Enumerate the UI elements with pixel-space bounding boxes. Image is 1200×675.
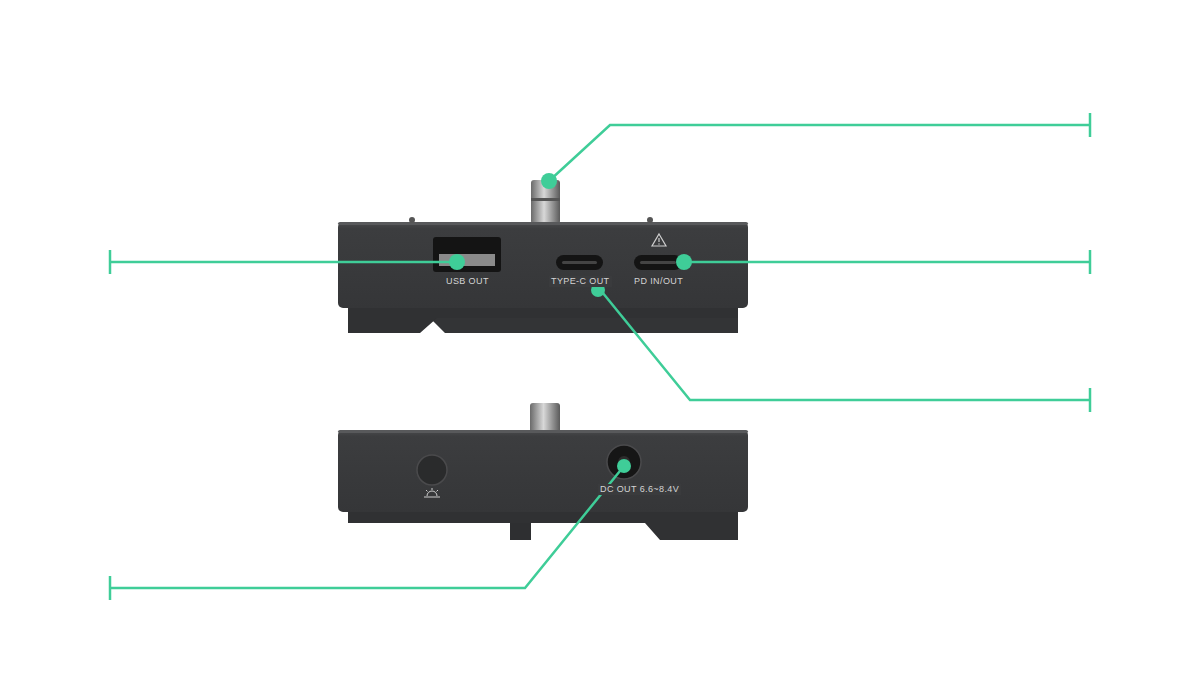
leader-dots xyxy=(449,173,692,473)
port-label: PD IN/OUT xyxy=(632,276,685,287)
port-label: USB OUT xyxy=(444,276,491,287)
device-top xyxy=(338,180,748,333)
device-bottom xyxy=(338,403,748,540)
port-label: DC OUT 6.6~8.4V xyxy=(598,484,681,495)
port-label: TYPE-C OUT xyxy=(549,276,612,287)
leader-lines xyxy=(110,113,1090,600)
